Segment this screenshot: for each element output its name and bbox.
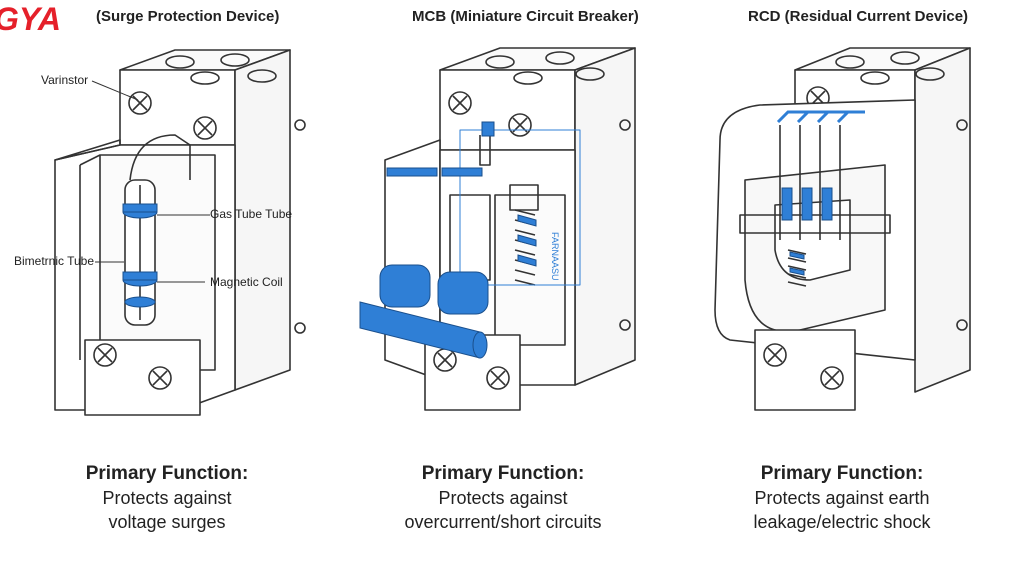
- mcb-function: Primary Function: Protects against overc…: [353, 462, 653, 534]
- spd-function: Primary Function: Protects against volta…: [17, 462, 317, 534]
- mcb-function-line-2: overcurrent/short circuits: [404, 512, 602, 532]
- mcb-title: MCB (Miniature Circuit Breaker): [412, 8, 639, 25]
- mcb-function-label: Primary Function:: [421, 463, 585, 484]
- mcb-illustration: [359, 47, 636, 411]
- rcd-illustration: [714, 47, 971, 411]
- bimetallic-tube-label: Bimetrnic Tube: [14, 254, 95, 268]
- spd-illustration: [54, 49, 306, 416]
- mcb-function-line-1: Protects against: [438, 488, 568, 508]
- spd-function-line-1: Protects against: [102, 488, 232, 508]
- spd-function-label: Primary Function:: [85, 463, 249, 484]
- svg-text:GYA: GYA: [0, 2, 61, 36]
- varistor-label: Varinstor: [41, 73, 89, 87]
- brand-logo: GYA: [0, 2, 61, 36]
- rcd-title: RCD (Residual Current Device): [748, 8, 969, 25]
- rcd-function-label: Primary Function:: [760, 463, 924, 484]
- spd-function-line-2: voltage surges: [108, 512, 226, 532]
- mcb-side-label: FARNAASU: [550, 232, 560, 281]
- rcd-function-line-1: Protects against earth: [754, 488, 930, 508]
- rcd-function-line-2: leakage/electric shock: [753, 512, 931, 532]
- rcd-function: Primary Function: Protects against earth…: [692, 462, 992, 534]
- spd-title: (Surge Protection Device): [96, 8, 280, 25]
- magnetic-coil-label: Magnetic Coil: [210, 275, 283, 289]
- gas-tube-label: Gas Tube Tube: [210, 207, 293, 221]
